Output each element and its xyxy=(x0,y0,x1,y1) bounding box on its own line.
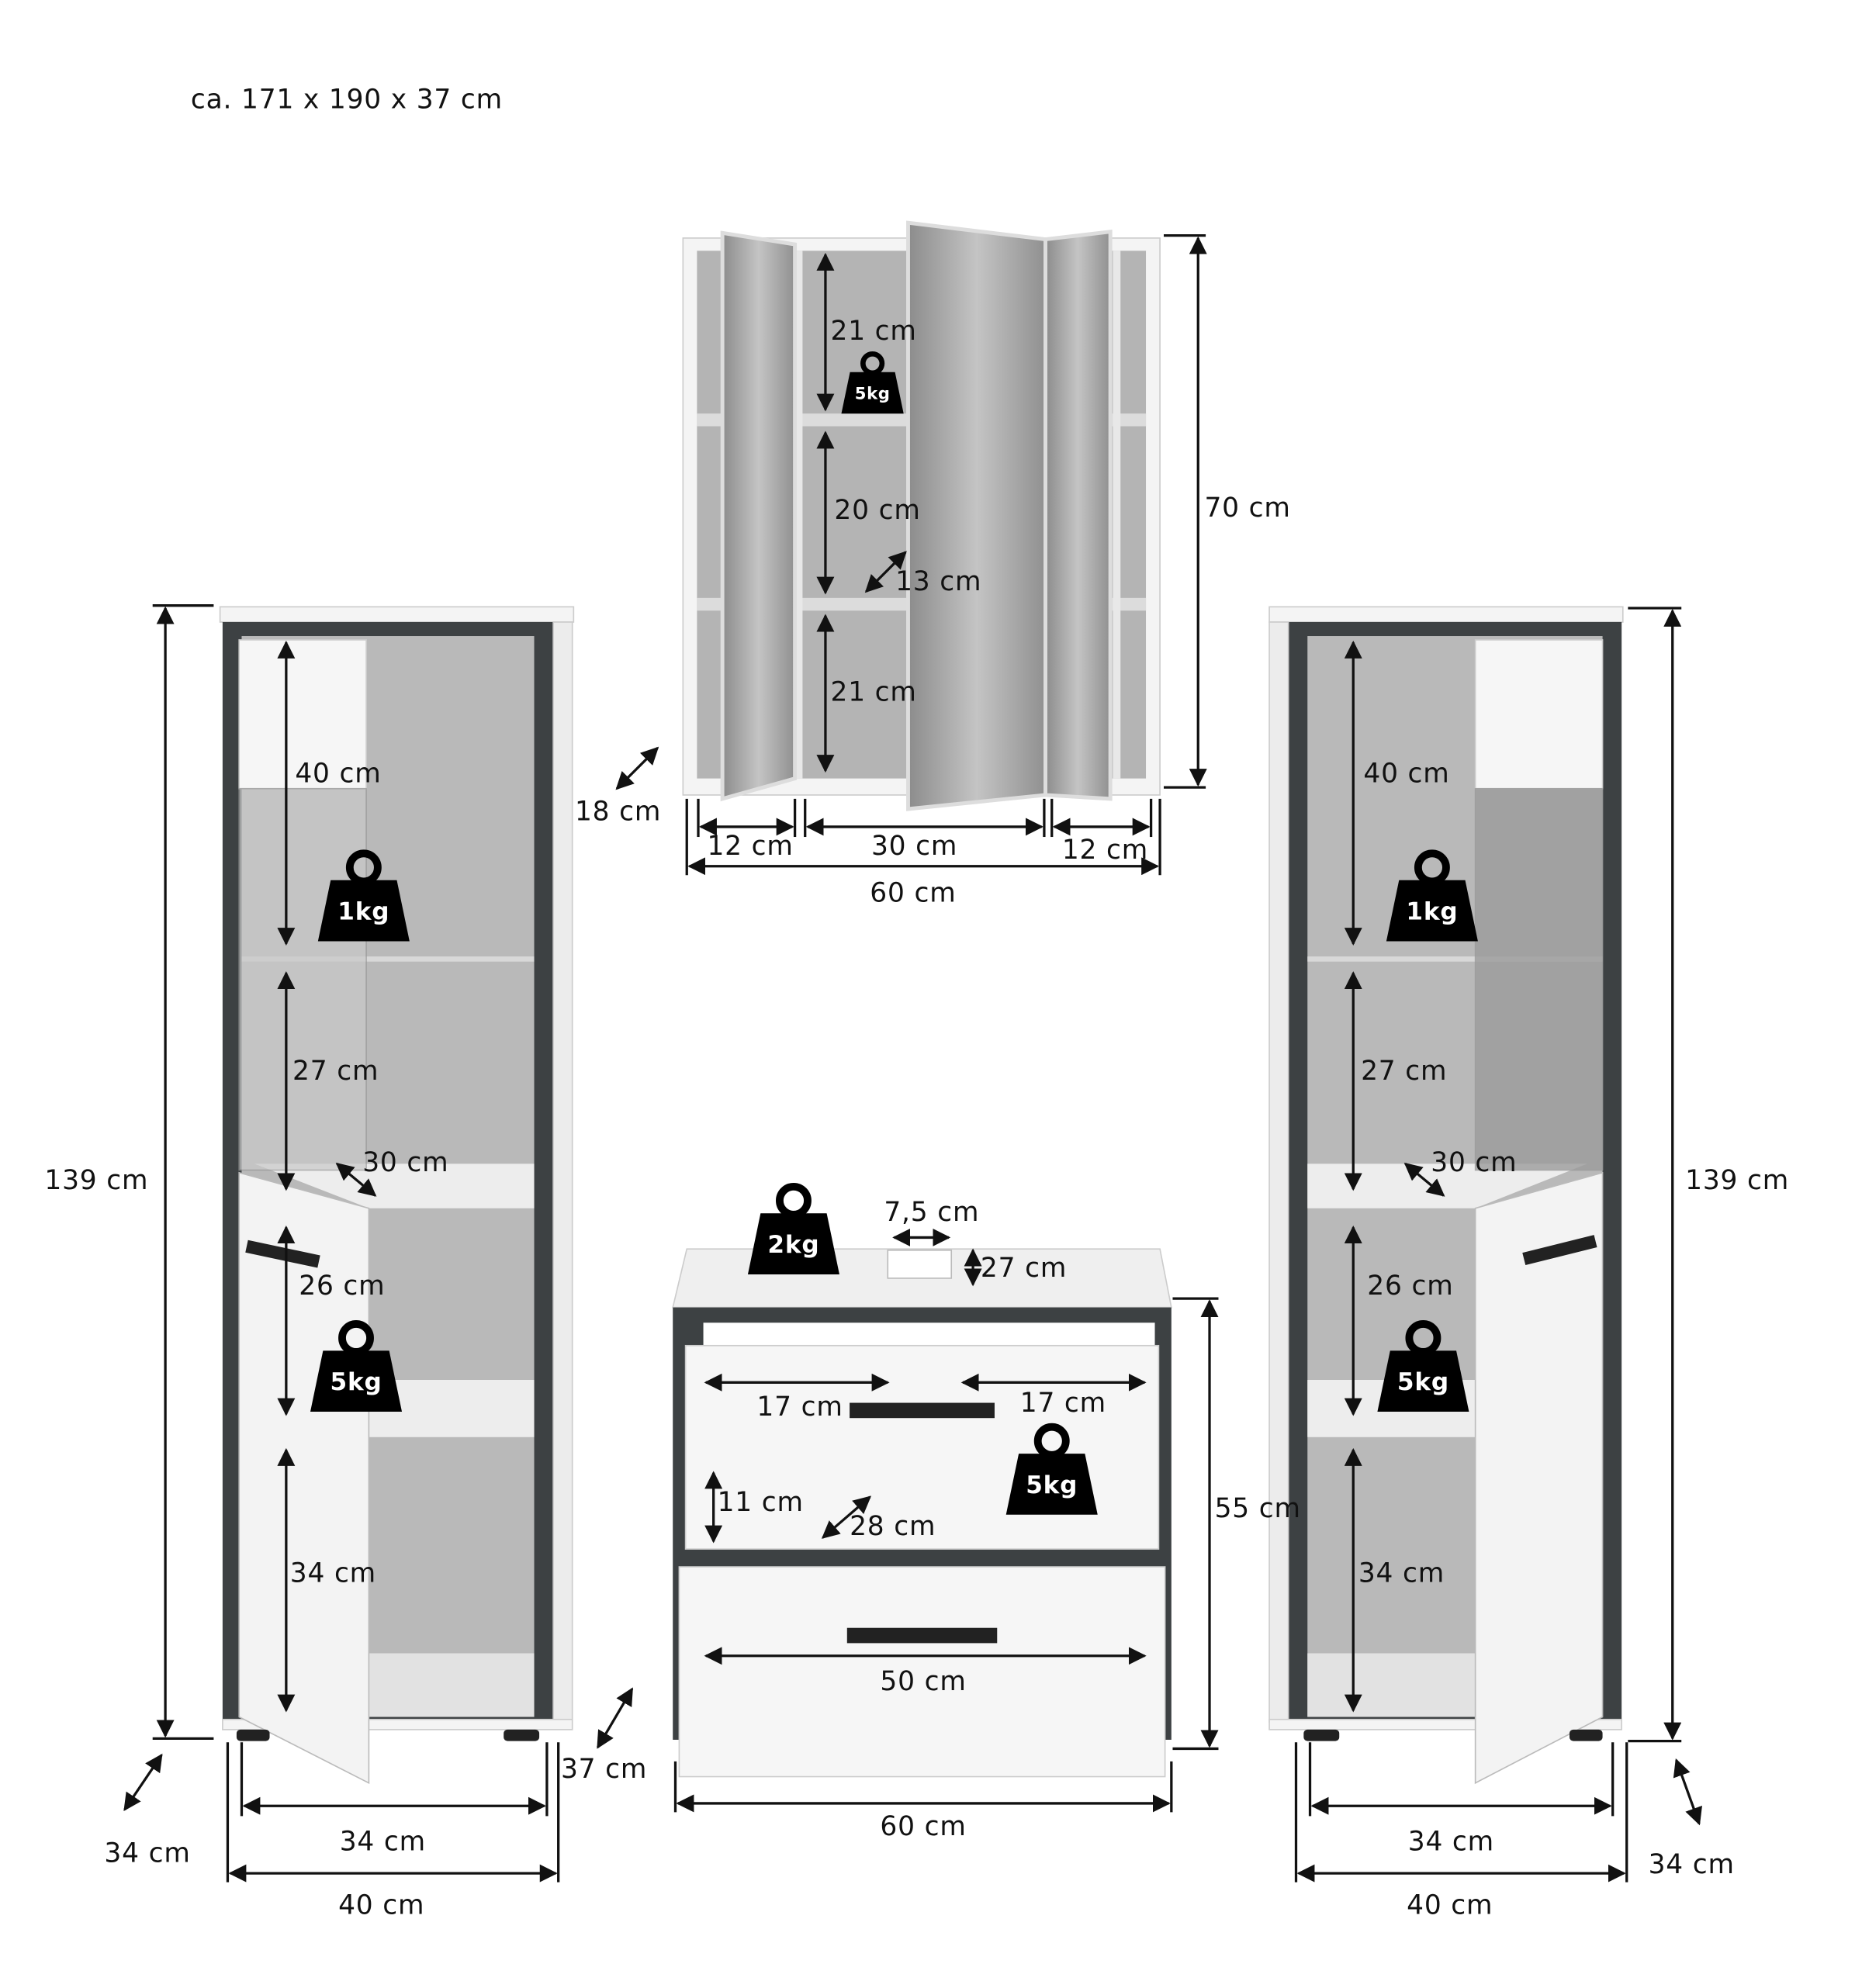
mirror-cabinet: 21 cm 20 cm 21 cm 13 cm 5kg 70 cm 18 cm … xyxy=(575,220,1290,909)
right-height-label: 139 cm xyxy=(1685,1165,1789,1196)
left-cabinet: 40 cm 27 cm 26 cm 34 cm 30 cm 1kg 5kg 13… xyxy=(44,604,575,1921)
weight-icon: 5kg xyxy=(1377,1324,1469,1412)
svg-text:5kg: 5kg xyxy=(1397,1368,1449,1396)
left-compartment-4-label: 34 cm xyxy=(290,1558,376,1589)
right-compartment-1-label: 40 cm xyxy=(1363,759,1449,790)
overall-size-label: ca. 171 x 190 x 37 cm xyxy=(191,85,503,116)
left-depth-label: 34 cm xyxy=(104,1838,190,1869)
mirror-height-label: 70 cm xyxy=(1204,493,1290,524)
vanity-width-label: 60 cm xyxy=(880,1811,966,1842)
weight-icon: 5kg xyxy=(841,354,903,413)
left-compartment-2-label: 27 cm xyxy=(292,1056,379,1087)
mirror-left-width-label: 12 cm xyxy=(707,831,793,862)
svg-text:1kg: 1kg xyxy=(1406,898,1458,926)
svg-text:5kg: 5kg xyxy=(855,383,891,403)
left-compartment-1-label: 40 cm xyxy=(295,759,381,790)
left-inner-width-label: 34 cm xyxy=(340,1827,426,1858)
vanity-drawer-right-width-label: 17 cm xyxy=(1020,1388,1106,1419)
vanity-bottom-drawer-width-label: 50 cm xyxy=(880,1666,966,1697)
right-depth-label: 34 cm xyxy=(1649,1849,1735,1880)
right-shelf-depth-label: 30 cm xyxy=(1431,1147,1517,1178)
weight-icon: 1kg xyxy=(318,853,410,941)
weight-icon: 1kg xyxy=(1386,853,1478,941)
left-width-label: 40 cm xyxy=(338,1890,424,1921)
weight-icon: 5kg xyxy=(310,1324,402,1412)
vanity-cutout-depth-label: 27 cm xyxy=(981,1253,1067,1284)
vanity-drawer-height-label: 11 cm xyxy=(718,1487,804,1518)
left-shelf-depth-label: 30 cm xyxy=(362,1147,448,1178)
vanity-drawer-depth-label: 28 cm xyxy=(850,1511,936,1542)
svg-text:2kg: 2kg xyxy=(767,1231,819,1259)
right-cabinet: 40 cm 27 cm 26 cm 34 cm 30 cm 1kg 5kg 13… xyxy=(1268,606,1789,1921)
right-inner-width-label: 34 cm xyxy=(1408,1827,1494,1858)
mirror-depth-label: 18 cm xyxy=(575,797,661,828)
right-compartment-3-label: 26 cm xyxy=(1367,1271,1453,1302)
weight-icon: 5kg xyxy=(1006,1427,1098,1515)
right-compartment-2-label: 27 cm xyxy=(1361,1056,1447,1087)
vanity-depth-label: 37 cm xyxy=(561,1754,647,1785)
right-width-label: 40 cm xyxy=(1407,1890,1493,1921)
mirror-compartment-3-label: 21 cm xyxy=(830,677,916,708)
mirror-center-width-label: 30 cm xyxy=(871,831,957,862)
svg-text:1kg: 1kg xyxy=(337,898,389,926)
vanity-cutout-width-label: 7,5 cm xyxy=(884,1197,979,1228)
right-compartment-4-label: 34 cm xyxy=(1358,1558,1445,1589)
mirror-width-label: 60 cm xyxy=(870,878,956,909)
mirror-shelf-depth-label: 13 cm xyxy=(895,566,981,597)
svg-text:5kg: 5kg xyxy=(330,1368,382,1396)
mirror-compartment-1-label: 21 cm xyxy=(830,316,916,347)
mirror-right-width-label: 12 cm xyxy=(1062,835,1148,866)
left-height-label: 139 cm xyxy=(44,1165,148,1196)
mirror-compartment-2-label: 20 cm xyxy=(834,495,920,526)
vanity-height-label: 55 cm xyxy=(1215,1493,1301,1524)
svg-text:5kg: 5kg xyxy=(1026,1471,1078,1499)
vanity-drawer-left-width-label: 17 cm xyxy=(756,1392,843,1423)
left-compartment-3-label: 26 cm xyxy=(299,1271,385,1302)
weight-icon: 2kg xyxy=(748,1187,839,1274)
vanity-unit: 7,5 cm 27 cm 2kg 17 cm 17 cm 11 cm 28 cm… xyxy=(561,1187,1301,1842)
